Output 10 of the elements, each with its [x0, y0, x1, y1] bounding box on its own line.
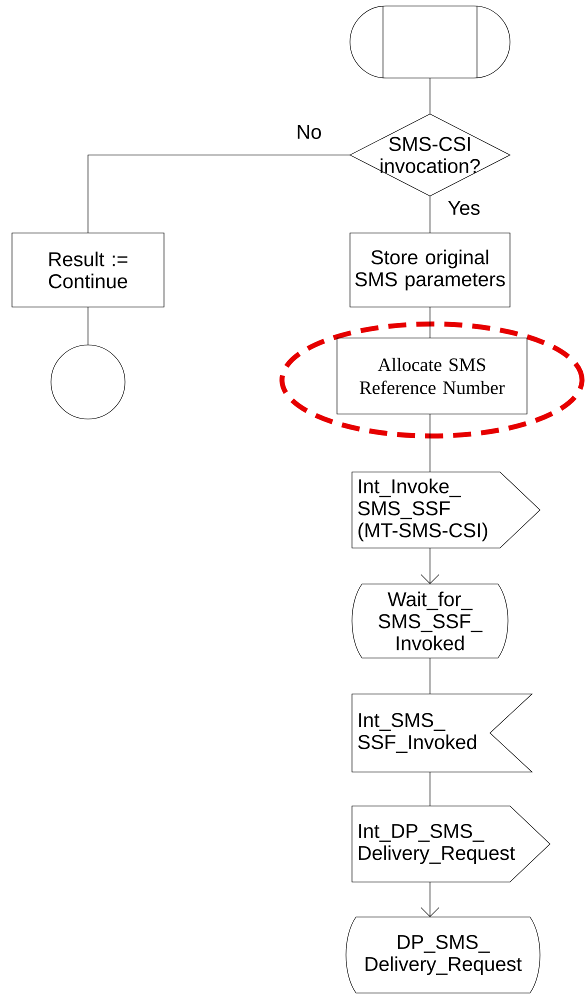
flow-line — [420, 548, 440, 584]
edge-label: No — [298, 125, 321, 139]
edge-label: Yes — [448, 201, 480, 215]
connector-circle — [50, 344, 126, 420]
process-box: Allocate SMS Reference Number — [336, 338, 528, 414]
flow-line — [420, 882, 440, 917]
process-box: Result := Continue — [12, 232, 164, 308]
flow-line — [88, 154, 350, 234]
procedure-start-symbol — [350, 6, 510, 78]
process-box: Store original SMS parameters — [350, 232, 510, 308]
